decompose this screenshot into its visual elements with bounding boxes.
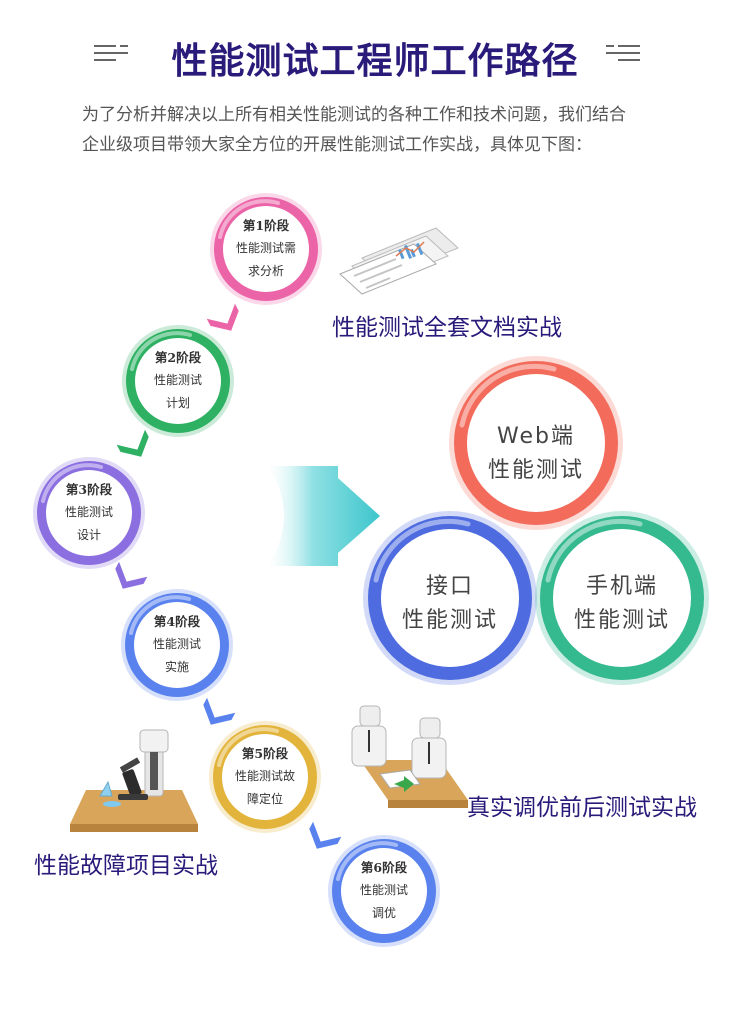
stage-rings (33, 193, 440, 947)
chevron-arrow-icon (309, 821, 342, 849)
chevron-arrow-icon (115, 561, 148, 589)
stage-5-ring (209, 721, 321, 833)
big-arrow (268, 466, 380, 566)
web-line-2: 性能测试 (487, 458, 584, 483)
title-left-decoration (94, 45, 128, 61)
stage-connectors (115, 303, 342, 849)
stage-2-line-1: 性能测试 (153, 373, 202, 387)
stage-1-number: 第1阶段 (242, 218, 290, 233)
stage-1-ring (210, 193, 322, 305)
stage-4-line-2: 实施 (164, 660, 189, 674)
stage-2-label: 第2阶段 性能测试 计划 (130, 346, 226, 415)
chevron-arrow-icon (206, 303, 239, 331)
target-ring-3 (535, 511, 709, 685)
stage-5-label: 第5阶段 性能测试故 障定位 (217, 742, 313, 811)
intro-line-2: 企业级项目带领大家全方位的开展性能测试工作实战，具体见下图： (82, 135, 592, 155)
mobile-line-2: 性能测试 (573, 608, 670, 633)
stage-5-number: 第5阶段 (241, 746, 289, 761)
stage-6-line-1: 性能测试 (359, 883, 408, 897)
lab-microscope-icon (70, 729, 198, 832)
web-line-1: Web端 (497, 424, 575, 449)
stage-4-label: 第4阶段 性能测试 实施 (129, 610, 225, 679)
web-performance-label: Web端 性能测试 (466, 420, 606, 488)
api-performance-label: 接口 性能测试 (380, 570, 520, 638)
stage-3-ring (33, 457, 145, 569)
tuning-feature-caption: 真实调优前后测试实战 (467, 795, 697, 821)
mobile-line-1: 手机端 (585, 574, 658, 599)
stage-6-label: 第6阶段 性能测试 调优 (336, 856, 432, 925)
stage-4-ring (121, 589, 233, 701)
title-right-decoration (606, 45, 640, 61)
stage-3-line-2: 设计 (76, 528, 101, 542)
stage-3-line-1: 性能测试 (64, 505, 113, 519)
page-title: 性能测试工程师工作路径 (171, 41, 579, 82)
stage-6-ring (328, 835, 440, 947)
document-report-icon (339, 227, 459, 295)
stage-3-label: 第3阶段 性能测试 设计 (41, 478, 137, 547)
stage-4-line-1: 性能测试 (152, 637, 201, 651)
chevron-arrow-icon (116, 429, 149, 457)
stage-5-line-1: 性能测试故 (234, 769, 295, 783)
api-line-1: 接口 (425, 574, 474, 599)
stage-1-label: 第1阶段 性能测试需 求分析 (218, 214, 314, 283)
target-ring-2 (363, 511, 537, 685)
stage-3-number: 第3阶段 (65, 482, 113, 497)
stage-2-number: 第2阶段 (154, 350, 202, 365)
mobile-performance-label: 手机端 性能测试 (552, 570, 692, 638)
target-rings (363, 356, 709, 685)
stage-6-number: 第6阶段 (360, 860, 408, 875)
stage-1-line-1: 性能测试需 (235, 241, 296, 255)
stage-1-line-2: 求分析 (247, 264, 284, 278)
chevron-arrow-icon (203, 697, 236, 725)
consultation-icon (351, 705, 468, 808)
api-line-2: 性能测试 (401, 608, 498, 633)
target-ring-1 (449, 356, 623, 530)
stage-5-line-2: 障定位 (246, 792, 283, 806)
intro-paragraph: 为了分析并解决以上所有相关性能测试的各种工作和技术问题，我们结合 企业级项目带领… (82, 100, 682, 160)
stage-6-line-2: 调优 (371, 906, 396, 920)
stage-2-line-2: 计划 (165, 396, 190, 410)
fault-feature-caption: 性能故障项目实战 (34, 853, 218, 879)
intro-line-1: 为了分析并解决以上所有相关性能测试的各种工作和技术问题，我们结合 (82, 105, 626, 125)
docs-feature-caption: 性能测试全套文档实战 (332, 315, 562, 341)
stage-2-ring (122, 325, 234, 437)
stage-4-number: 第4阶段 (153, 614, 201, 629)
